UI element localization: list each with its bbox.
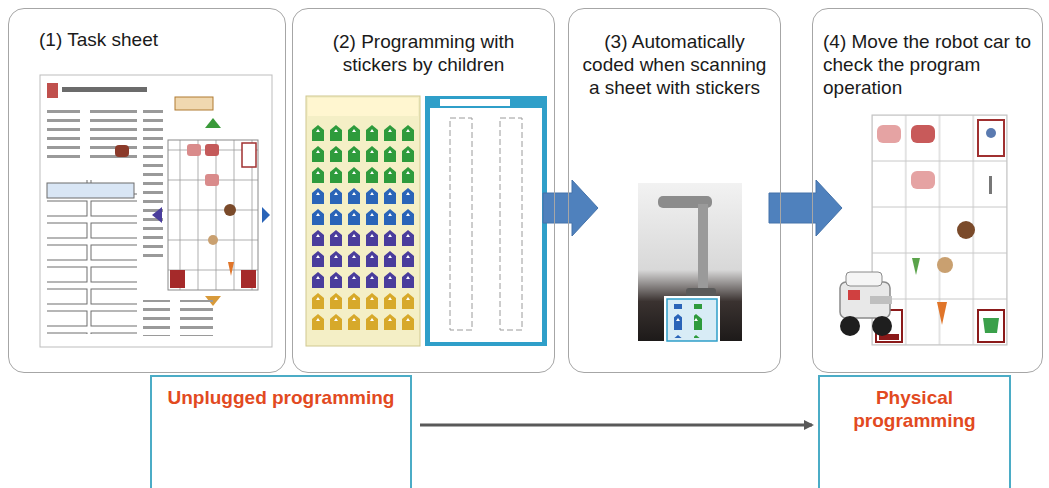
program-slot-2 <box>500 118 522 330</box>
board-home <box>978 120 1004 156</box>
task-sheet-meat-1 <box>187 144 201 156</box>
task-sheet-veg-2 <box>208 235 218 245</box>
program-slot-1 <box>450 118 472 330</box>
step-title: (3) Automatically coded when scanning a … <box>579 31 770 99</box>
scanned-sheet-border <box>667 299 717 341</box>
task-sheet-notes <box>143 300 213 336</box>
sticker-sheet-header <box>308 98 418 116</box>
board-meat-2 <box>911 125 935 143</box>
course-board <box>872 115 1007 345</box>
task-sheet-info-lines <box>143 108 163 258</box>
board-goal <box>978 310 1004 342</box>
task-sheet-grid <box>168 140 258 290</box>
task-sheet-item-icon <box>115 145 129 157</box>
task-sheet-start-box <box>47 183 134 198</box>
task-sheet-home <box>242 143 256 167</box>
sticker-sheet <box>306 96 420 346</box>
task-sheet-label <box>175 97 213 110</box>
step-panel: (4) Move the robot car to check the prog… <box>812 8 1043 373</box>
program-sheet-frame <box>425 96 547 346</box>
robot-bumper <box>870 296 892 304</box>
block-arrow <box>769 180 842 236</box>
task-sheet-icon <box>47 83 58 98</box>
scanned-sheet <box>664 296 720 341</box>
program-sheet-paper <box>430 108 542 342</box>
program-sheet-header <box>440 99 510 106</box>
category-box: Unplugged programming <box>150 375 412 488</box>
robot-sensor <box>848 290 860 300</box>
category-label: Unplugged programming <box>164 387 398 410</box>
task-sheet-right-arrow <box>262 207 270 223</box>
board-mushroom <box>957 221 975 239</box>
step-panel: (3) Automatically coded when scanning a … <box>568 8 781 373</box>
sticker-row-blue <box>309 186 417 228</box>
sticker-row-green <box>309 123 417 186</box>
sticker-row-yellow <box>309 291 417 333</box>
board-home-person <box>986 128 996 138</box>
scanner-photo <box>638 183 742 341</box>
scanned-stickers-2 <box>694 304 702 338</box>
task-sheet-goal <box>241 270 256 288</box>
board-carrot <box>937 302 947 325</box>
task-sheet-up-arrow <box>205 118 221 128</box>
robot-wheel-1 <box>840 316 860 336</box>
task-sheet-instructions <box>47 108 137 162</box>
task-sheet-answer-column <box>47 180 137 334</box>
robot-top <box>846 272 882 286</box>
task-sheet-start <box>170 270 185 288</box>
task-sheet-left-arrow <box>152 207 162 223</box>
scanned-stickers-1 <box>674 304 682 338</box>
task-sheet-meat-2 <box>205 144 219 156</box>
sticker-row-purple <box>309 228 417 291</box>
flow-arrow <box>420 424 812 427</box>
step-panel: (1) Task sheet <box>8 8 286 373</box>
task-sheet-meat-3 <box>205 174 219 186</box>
board-goal-bag <box>983 318 999 333</box>
board-meat-1 <box>877 125 901 143</box>
board-potato <box>937 257 953 273</box>
category-box: Physical programming <box>818 375 1011 488</box>
task-sheet-heading-line <box>62 87 147 92</box>
step-title: (1) Task sheet <box>39 29 255 52</box>
step-title: (4) Move the robot car to check the prog… <box>823 31 1034 99</box>
step-title: (2) Programming with stickers by childre… <box>307 31 540 77</box>
category-label: Physical programming <box>832 387 997 433</box>
course-board-grid <box>872 115 1007 345</box>
task-sheet-veg-1 <box>224 204 236 216</box>
robot-wheel-2 <box>872 316 892 336</box>
board-knife <box>989 176 992 194</box>
task-sheet-paper <box>40 75 272 347</box>
task-sheet-carrot <box>228 262 234 276</box>
scanner-arm <box>698 204 708 292</box>
step-panel: (2) Programming with stickers by childre… <box>292 8 555 373</box>
board-meat-3 <box>911 171 935 189</box>
board-leek <box>912 258 920 275</box>
block-arrow <box>543 180 598 236</box>
